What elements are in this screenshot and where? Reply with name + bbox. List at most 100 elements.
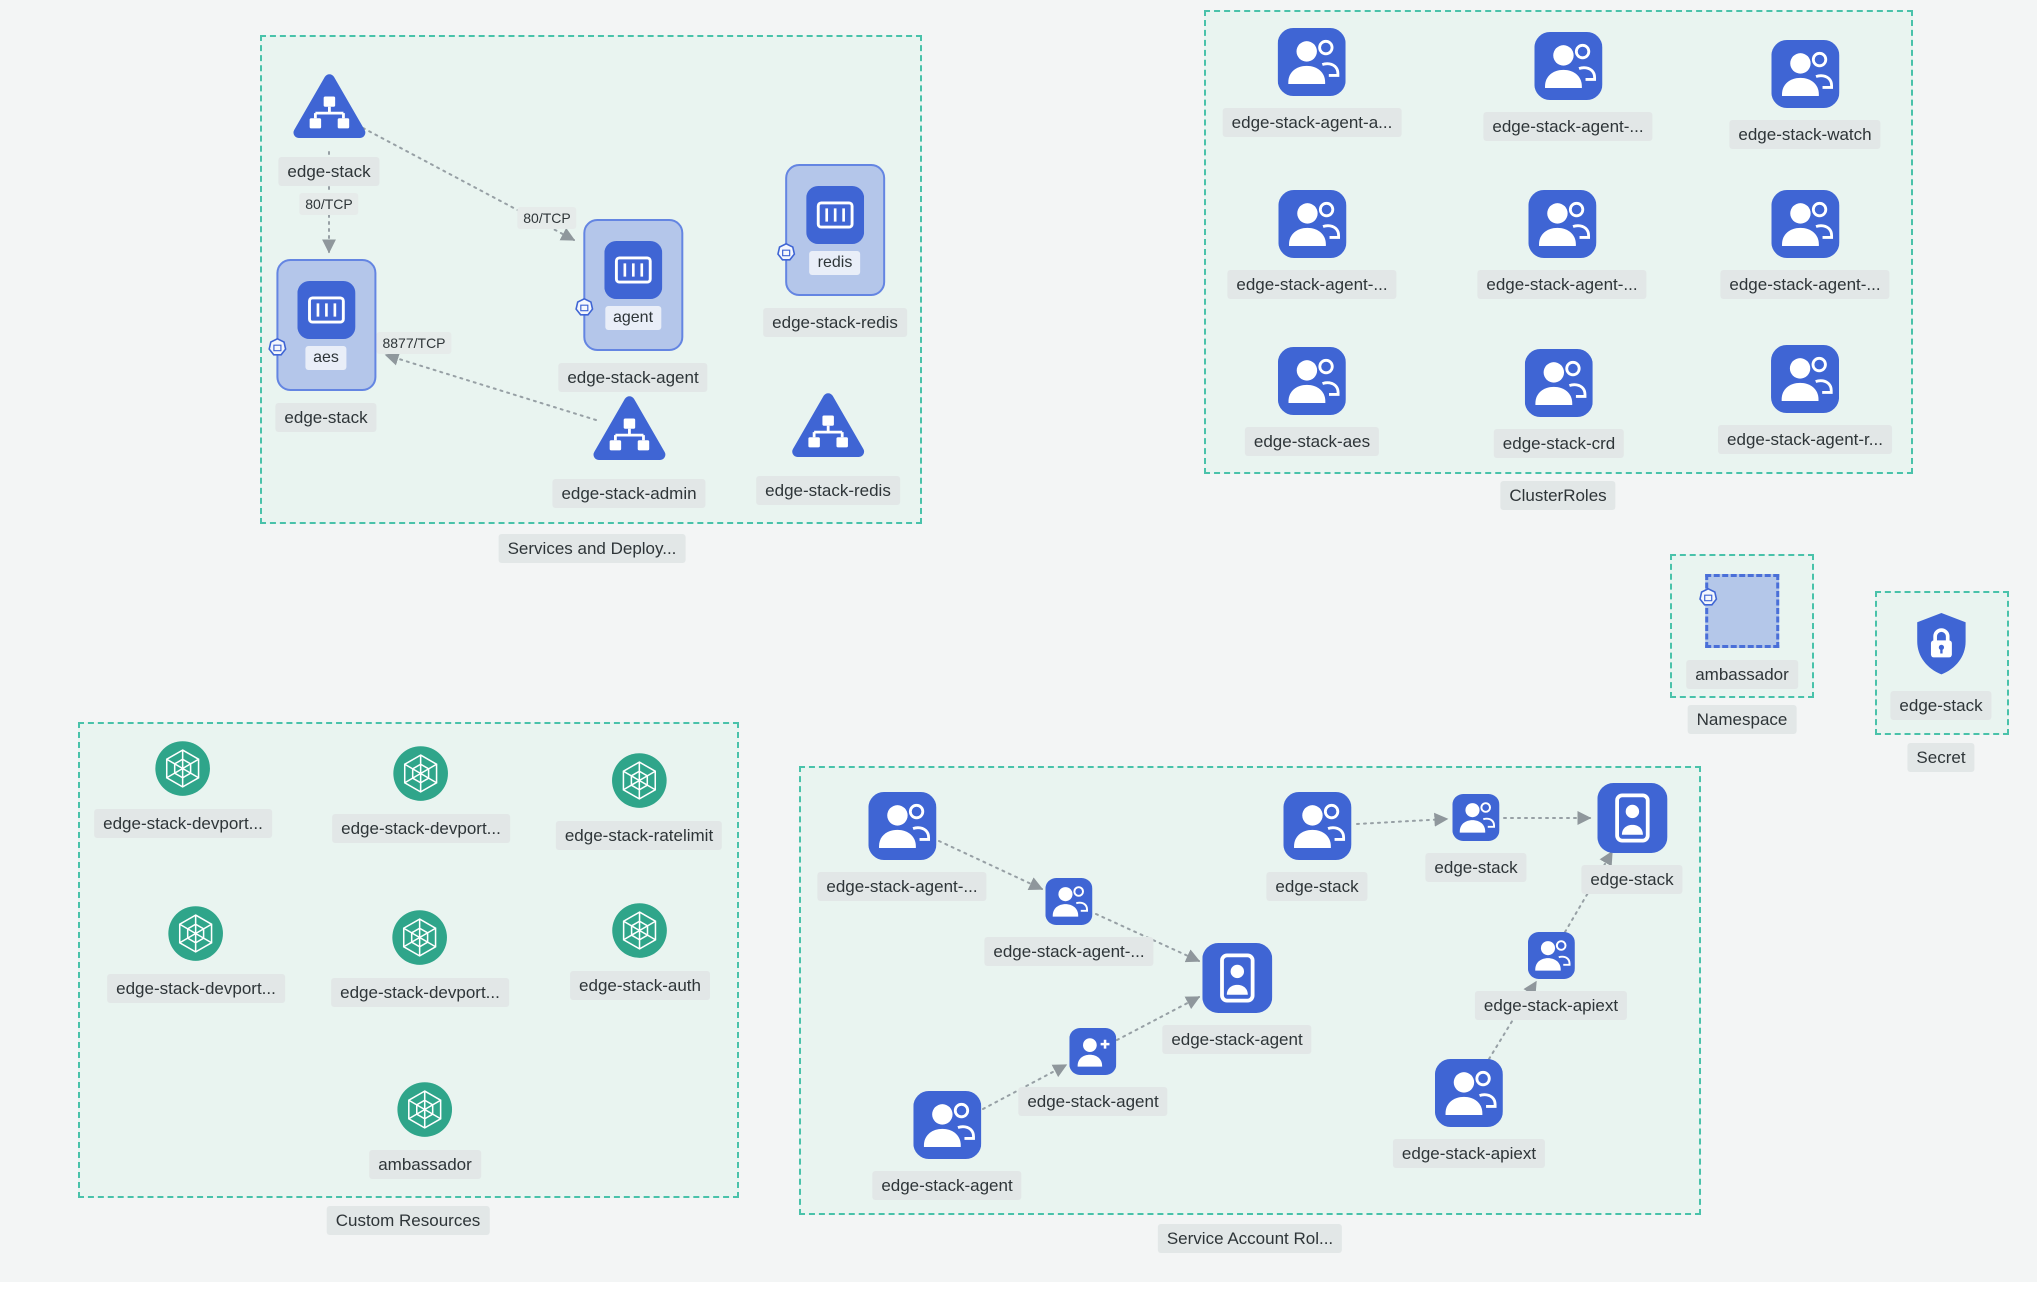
node-label: edge-stack-agent [558, 363, 708, 392]
deployment-icon[interactable]: aes [276, 259, 376, 391]
container-icon [604, 241, 662, 299]
cluster-role-node: edge-stack-agent-... [1227, 190, 1397, 299]
cluster-role-icon[interactable] [1525, 349, 1593, 417]
service-account-icon[interactable] [1283, 792, 1351, 860]
deployment-icon[interactable]: redis [785, 164, 885, 296]
service-icon[interactable] [587, 393, 671, 467]
service-accounts-group-label: Service Account Rol... [1157, 1224, 1343, 1253]
role-badge-icon[interactable] [1202, 943, 1272, 1013]
role-binding-node: edge-stack [1425, 794, 1527, 882]
container-icon [806, 186, 864, 244]
secret-node: edge-stack [1890, 611, 1992, 720]
cluster-role-node: edge-stack-watch [1729, 40, 1881, 149]
node-label: edge-stack [1581, 865, 1683, 894]
secret-shield-icon[interactable] [1912, 611, 1970, 679]
custom-resource-node: edge-stack-auth [570, 902, 710, 1000]
custom-resource-icon[interactable] [392, 745, 449, 802]
node-label: edge-stack-apiext [1392, 1139, 1546, 1168]
custom-resource-icon[interactable] [397, 1081, 454, 1138]
service-account-icon[interactable] [1435, 1059, 1503, 1127]
service-icon[interactable] [287, 71, 371, 145]
edge-label-80-tcp: 80/TCP [517, 207, 577, 229]
node-label: edge-stack-devport... [107, 974, 285, 1003]
role-binding-plus-icon[interactable] [1070, 1028, 1117, 1075]
node-label: edge-stack-agent [1162, 1025, 1312, 1054]
deployment-node-agent: agent edge-stack-agent [558, 219, 708, 392]
cluster-role-icon[interactable] [1771, 40, 1839, 108]
service-account-node: edge-stack-agent-... [817, 792, 987, 901]
role-binding-node: edge-stack-agent-... [984, 878, 1154, 966]
canvas-bottom-gutter [0, 1282, 2037, 1294]
cluster-role-icon[interactable] [1771, 190, 1839, 258]
node-label: edge-stack [275, 403, 377, 432]
node-label: edge-stack-agent-... [817, 872, 987, 901]
cluster-role-icon[interactable] [1278, 347, 1346, 415]
custom-resource-node: edge-stack-devport... [94, 740, 272, 838]
edge-label-8877-tcp: 8877/TCP [376, 332, 452, 354]
node-label: edge-stack-crd [1493, 429, 1625, 458]
service-account-node: edge-stack [1266, 792, 1368, 901]
node-label: edge-stack-watch [1729, 120, 1881, 149]
node-label: edge-stack-apiext [1474, 991, 1628, 1020]
node-label: edge-stack-agent-... [1477, 270, 1647, 299]
node-label: edge-stack-agent-r... [1718, 425, 1892, 454]
custom-resource-icon[interactable] [612, 902, 669, 959]
node-label: edge-stack-agent-... [1483, 112, 1653, 141]
role-binding-node: edge-stack-agent [1018, 1028, 1168, 1116]
custom-resource-icon[interactable] [391, 909, 448, 966]
cluster-roles-group-label: ClusterRoles [1500, 481, 1616, 510]
namespace-node: ambassador [1686, 574, 1798, 689]
node-label: edge-stack-devport... [94, 809, 272, 838]
service-node-edge-stack-admin: edge-stack-admin [552, 393, 706, 508]
cluster-role-icon[interactable] [1528, 190, 1596, 258]
container-icon [297, 281, 355, 339]
deployment-icon[interactable]: agent [583, 219, 683, 351]
cluster-role-node: edge-stack-agent-... [1483, 32, 1653, 141]
service-account-icon[interactable] [913, 1091, 981, 1159]
role-binding-icon[interactable] [1045, 878, 1092, 925]
edge-label-80-tcp: 80/TCP [299, 193, 359, 215]
cluster-role-node: edge-stack-agent-r... [1718, 345, 1892, 454]
role-binding-node: edge-stack-apiext [1474, 932, 1628, 1020]
custom-resource-icon[interactable] [610, 752, 667, 809]
custom-resource-icon[interactable] [154, 740, 211, 797]
node-label: edge-stack-admin [552, 479, 706, 508]
cluster-role-icon[interactable] [1534, 32, 1602, 100]
role-node: edge-stack-agent [1162, 943, 1312, 1054]
cluster-role-node: edge-stack-crd [1493, 349, 1625, 458]
deployment-name-label: redis [809, 250, 861, 275]
node-label: edge-stack-ratelimit [555, 821, 723, 850]
node-label: edge-stack-redis [756, 476, 900, 505]
node-label: edge-stack-auth [570, 971, 710, 1000]
node-label: ambassador [1686, 660, 1798, 689]
cluster-role-icon[interactable] [1771, 345, 1839, 413]
custom-resources-group-label: Custom Resources [326, 1206, 490, 1235]
role-badge-icon[interactable] [1597, 783, 1667, 853]
role-binding-icon[interactable] [1528, 932, 1575, 979]
node-label: edge-stack-agent [872, 1171, 1022, 1200]
cluster-role-icon[interactable] [1278, 190, 1346, 258]
service-icon[interactable] [786, 390, 870, 464]
deployment-name-label: aes [305, 345, 347, 370]
pod-badge-icon [266, 337, 288, 359]
role-node: edge-stack [1581, 783, 1683, 894]
service-node-edge-stack-redis: edge-stack-redis [756, 390, 900, 505]
cluster-role-node: edge-stack-agent-a... [1222, 28, 1402, 137]
custom-resource-node: ambassador [369, 1081, 481, 1179]
node-label: ambassador [369, 1150, 481, 1179]
custom-resource-icon[interactable] [167, 905, 224, 962]
service-node-edge-stack: edge-stack [278, 71, 380, 186]
deployment-node-aes: aes edge-stack [275, 259, 377, 432]
node-label: edge-stack-agent-... [1720, 270, 1890, 299]
cluster-role-node: edge-stack-agent-... [1477, 190, 1647, 299]
pod-badge-icon [573, 297, 595, 319]
cluster-role-node: edge-stack-aes [1244, 347, 1380, 456]
service-account-icon[interactable] [868, 792, 936, 860]
cluster-role-icon[interactable] [1278, 28, 1346, 96]
role-binding-icon[interactable] [1452, 794, 1499, 841]
namespace-icon[interactable] [1705, 574, 1779, 648]
services-group-label: Services and Deploy... [498, 534, 686, 563]
deployment-node-redis: redis edge-stack-redis [763, 164, 907, 337]
deployment-name-label: agent [604, 305, 662, 330]
